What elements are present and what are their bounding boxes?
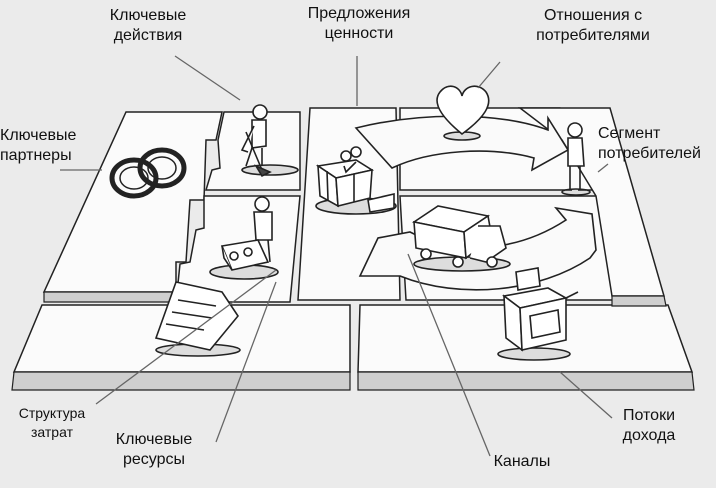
document-icon	[154, 281, 241, 357]
value-propositions-label-line2: ценности	[324, 25, 394, 42]
customer-segments-label-line1: Сегмент	[598, 125, 661, 142]
worker-machine-icon	[209, 196, 279, 280]
key-partners-label-line1: Ключевые	[0, 127, 77, 144]
key-resources-label: Ключевые ресурсы	[104, 430, 204, 470]
key-partners-label: Ключевые партнеры	[0, 126, 92, 166]
truck-icon	[411, 205, 511, 272]
key-resources-label-line1: Ключевые	[115, 431, 193, 448]
rings-icon	[109, 147, 187, 199]
key-activities-label-line1: Ключевые	[109, 7, 187, 24]
key-activities-label: Ключевые действия	[98, 6, 198, 46]
cost-structure-label-line2: затрат	[31, 424, 73, 440]
key-resources-label-line2: ресурсы	[122, 451, 185, 468]
revenue-streams-label: Потоки дохода	[604, 406, 694, 446]
pointer-lines	[60, 55, 613, 457]
heart-icon	[436, 85, 490, 141]
customer-relationships-label-line1: Отношения с	[543, 7, 643, 24]
gift-box-icon	[315, 146, 397, 215]
key-activities-label-line2: действия	[113, 27, 183, 44]
person-standing-icon	[561, 122, 591, 196]
customer-relationships-label-line2: потребителями	[536, 27, 650, 44]
digging-person-icon	[240, 104, 299, 178]
value-propositions-label: Предложения ценности	[298, 4, 420, 44]
cost-structure-label: Структура затрат	[10, 404, 94, 442]
value-propositions-label-line1: Предложения	[307, 5, 411, 22]
revenue-streams-label-line2: дохода	[622, 427, 676, 444]
customer-segments-label: Сегмент потребителей	[598, 124, 714, 164]
channels-label: Каналы	[482, 452, 562, 472]
channels-label-line1: Каналы	[493, 453, 551, 470]
revenue-streams-label-line1: Потоки	[622, 407, 676, 424]
customer-segments-label-line2: потребителей	[598, 145, 701, 162]
customer-relationships-label: Отношения с потребителями	[518, 6, 668, 46]
cash-register-icon	[497, 267, 579, 361]
cost-structure-label-line1: Структура	[18, 405, 86, 421]
key-partners-label-line2: партнеры	[0, 147, 72, 164]
